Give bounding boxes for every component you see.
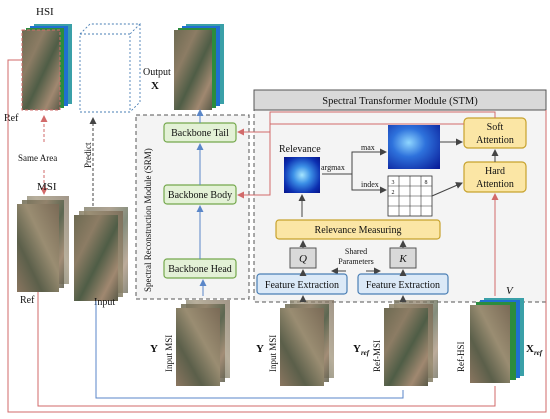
backbone-body-label: Backbone Body xyxy=(168,190,232,201)
backbone-tail-label: Backbone Tail xyxy=(171,128,229,139)
grid-cell-3: 8 xyxy=(425,180,428,186)
soft-to-body-arrow xyxy=(237,123,464,199)
x-ref-label: Xref xyxy=(526,343,543,357)
y-ref-main: Y xyxy=(353,343,361,355)
k-label: K xyxy=(398,253,407,265)
soft-attention-label-1: Soft xyxy=(487,122,504,133)
y1-label: Y xyxy=(150,343,158,355)
soft-to-tail-arrow xyxy=(237,111,496,136)
grid-cell-0: 3 xyxy=(392,180,395,186)
hard-attention-label-2: Attention xyxy=(476,179,514,190)
output-stack xyxy=(174,24,224,110)
index-label: index xyxy=(361,180,379,189)
ref-msi-label: Ref-MSI xyxy=(372,340,382,372)
backbone-head-label: Backbone Head xyxy=(168,264,232,275)
output-x-label: X xyxy=(151,80,159,92)
input-msi-stack-2 xyxy=(280,300,334,386)
ref-hsi-stack xyxy=(470,298,524,383)
feature-extraction-label-1: Feature Extraction xyxy=(265,280,339,291)
msi-input-stack xyxy=(74,207,128,301)
input-msi-label-2: Input MSI xyxy=(268,335,278,372)
input-msi-stack-1 xyxy=(176,300,230,386)
ref-bottom-line xyxy=(37,292,496,407)
relevance-map xyxy=(284,157,320,193)
index-to-hard-arrow xyxy=(431,182,463,197)
feature-extraction-label-2: Feature Extraction xyxy=(366,280,440,291)
msi-label: MSI xyxy=(37,181,57,193)
hard-attention-label-1: Hard xyxy=(485,166,505,177)
y2-label: Y xyxy=(256,343,264,355)
stm-title: Spectral Transformer Module (STM) xyxy=(322,96,478,107)
relevance-label: Relevance xyxy=(279,144,321,155)
index-grid xyxy=(387,175,433,217)
x-ref-sub: ref xyxy=(534,349,543,357)
ref-top-label: Ref xyxy=(4,113,19,124)
max-label: max xyxy=(361,143,375,152)
max-map xyxy=(388,125,440,169)
ref-hsi-label: Ref-HSI xyxy=(456,342,466,373)
ref-bottom-label: Ref xyxy=(20,295,35,306)
q-label: Q xyxy=(299,253,307,265)
input-bottom-label: Input xyxy=(94,297,115,308)
v-label: V xyxy=(506,285,514,297)
input-bottom-line xyxy=(95,301,404,399)
shared-label-1: Shared xyxy=(345,247,367,256)
shared-label-2: Parameters xyxy=(338,257,374,266)
hsi-ref-outer-line xyxy=(7,59,547,413)
same-area-label: Same Area xyxy=(18,153,57,163)
grid-cell-8: 2 xyxy=(392,190,395,196)
relevance-measuring-box xyxy=(275,219,441,240)
relevance-measuring-label: Relevance Measuring xyxy=(315,225,402,236)
predict-label: Predict xyxy=(83,142,93,168)
index-arrow xyxy=(351,174,387,194)
x-ref-main: X xyxy=(526,343,534,355)
msi-ref-stack xyxy=(17,196,69,292)
y-ref-sub: ref xyxy=(361,349,370,357)
stm-header xyxy=(253,89,547,111)
soft-attention-label-2: Attention xyxy=(476,135,514,146)
y-ref-label: Yref xyxy=(353,343,370,357)
ref-msi-stack xyxy=(384,300,438,386)
hsi-ref-stack xyxy=(21,24,72,111)
predict-cube xyxy=(79,23,142,113)
output-label: Output xyxy=(143,67,171,78)
argmax-label: argmax xyxy=(321,163,345,172)
max-arrow xyxy=(322,148,387,175)
hsi-label: HSI xyxy=(36,6,54,18)
srm-title: Spectral Reconstruction Module (SRM) xyxy=(143,148,153,292)
input-msi-label-1: Input MSI xyxy=(164,335,174,372)
